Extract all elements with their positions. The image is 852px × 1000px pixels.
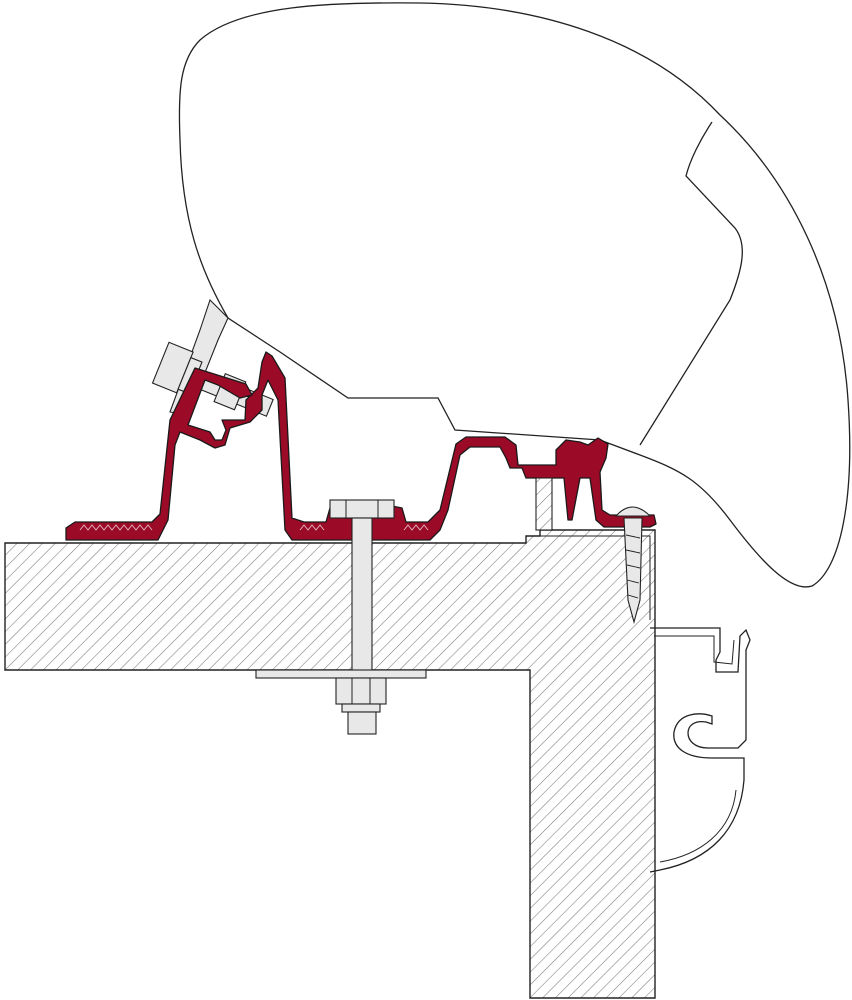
screw-icon [614,506,652,625]
bottom-nut [335,677,387,735]
adapter-rail [65,351,657,541]
bolt-shank [351,517,373,691]
side-wall-inner [654,635,737,863]
side-wall-profile [649,627,751,873]
awning-cassette [178,2,851,588]
rail-post [535,477,553,531]
washer-icon [255,669,427,679]
rail-serrations [79,524,429,531]
nut-icon [329,499,395,519]
cassette-front-panel [639,121,743,446]
wall-top-rim [540,535,651,620]
wall-section [4,529,656,999]
